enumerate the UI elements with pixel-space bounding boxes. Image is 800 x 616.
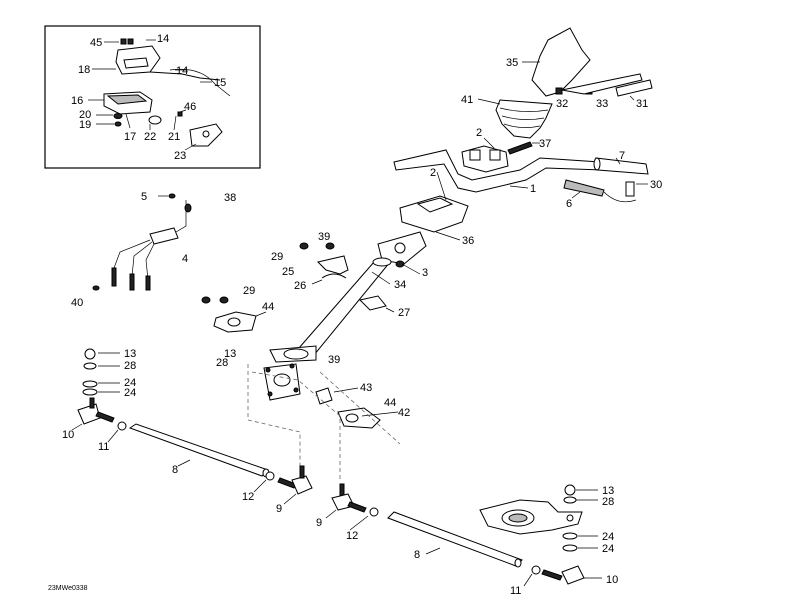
callout-39: 39: [318, 231, 330, 243]
callout-13: 13: [124, 348, 136, 360]
callout-14: 14: [176, 65, 188, 77]
callout-38: 38: [224, 192, 236, 204]
steering-column: [201, 231, 427, 480]
callout-27: 27: [398, 307, 410, 319]
callout-17: 17: [124, 131, 136, 143]
callout-11: 11: [510, 585, 521, 597]
callout-21: 21: [168, 131, 180, 143]
callout-3: 3: [422, 267, 428, 279]
callout-46: 46: [184, 101, 196, 113]
callout-22: 22: [144, 131, 156, 143]
callout-41: 41: [461, 94, 473, 106]
callout-19: 19: [79, 119, 91, 131]
callout-10: 10: [62, 429, 74, 441]
callout-45: 45: [90, 37, 102, 49]
callout-11: 11: [98, 441, 109, 453]
callout-14: 14: [157, 33, 169, 45]
callout-42: 42: [398, 407, 410, 419]
inset-labels: 45 14 18 14 15 16 46 20 19 17 22 21 23: [71, 33, 226, 162]
callout-4: 4: [182, 253, 188, 265]
callout-6: 6: [566, 198, 572, 210]
callout-8: 8: [172, 464, 178, 476]
callout-31: 31: [636, 98, 648, 110]
callout-1: 1: [530, 183, 536, 195]
callout-34: 34: [394, 279, 406, 291]
callout-29: 29: [271, 251, 283, 263]
callout-23: 23: [174, 150, 186, 162]
callout-24: 24: [124, 387, 136, 399]
callout-18: 18: [78, 64, 90, 76]
callout-32: 32: [556, 98, 568, 110]
callout-13: 13: [602, 485, 614, 497]
callout-37: 37: [539, 138, 551, 150]
inset-panel: [44, 25, 261, 169]
callout-15: 15: [214, 77, 226, 89]
callout-24: 24: [602, 543, 614, 555]
callout-35: 35: [506, 57, 518, 69]
handlebar-assembly: [393, 27, 653, 241]
callout-28: 28: [124, 360, 136, 372]
callout-40: 40: [71, 297, 83, 309]
callout-2: 2: [430, 167, 436, 179]
callout-26: 26: [294, 280, 306, 292]
main-callouts: 35 41 32 33 31 2 37 7 1 2 30 6 5 38 39 3…: [62, 57, 662, 597]
callout-16: 16: [71, 95, 83, 107]
right-tie-rod: [479, 484, 602, 587]
callout-9: 9: [276, 503, 282, 515]
callout-33: 33: [596, 98, 608, 110]
callout-29: 29: [243, 285, 255, 297]
callout-2: 2: [476, 127, 482, 139]
callout-28: 28: [602, 496, 614, 508]
callout-36: 36: [462, 235, 474, 247]
callout-20: 20: [79, 109, 91, 121]
callout-25: 25: [282, 266, 294, 278]
callout-7: 7: [619, 150, 625, 162]
callout-10: 10: [606, 574, 618, 586]
callout-24: 24: [124, 377, 136, 389]
callout-43: 43: [360, 382, 372, 394]
callout-44: 44: [262, 301, 274, 313]
callout-12: 12: [242, 491, 254, 503]
callout-30: 30: [650, 179, 662, 191]
drawing-code: 23MWe0338: [48, 585, 88, 592]
center-tie-rod: [325, 483, 523, 568]
callout-5: 5: [141, 191, 147, 203]
callout-8: 8: [414, 549, 420, 561]
callout-24: 24: [602, 531, 614, 543]
callout-44: 44: [384, 397, 396, 409]
callout-39: 39: [328, 354, 340, 366]
callout-12: 12: [346, 530, 358, 542]
callout-13: 13: [224, 348, 236, 360]
callout-28: 28: [216, 357, 228, 369]
left-tie-rod: [71, 348, 313, 505]
throttle-cable: [92, 193, 192, 291]
callout-9: 9: [316, 517, 322, 529]
